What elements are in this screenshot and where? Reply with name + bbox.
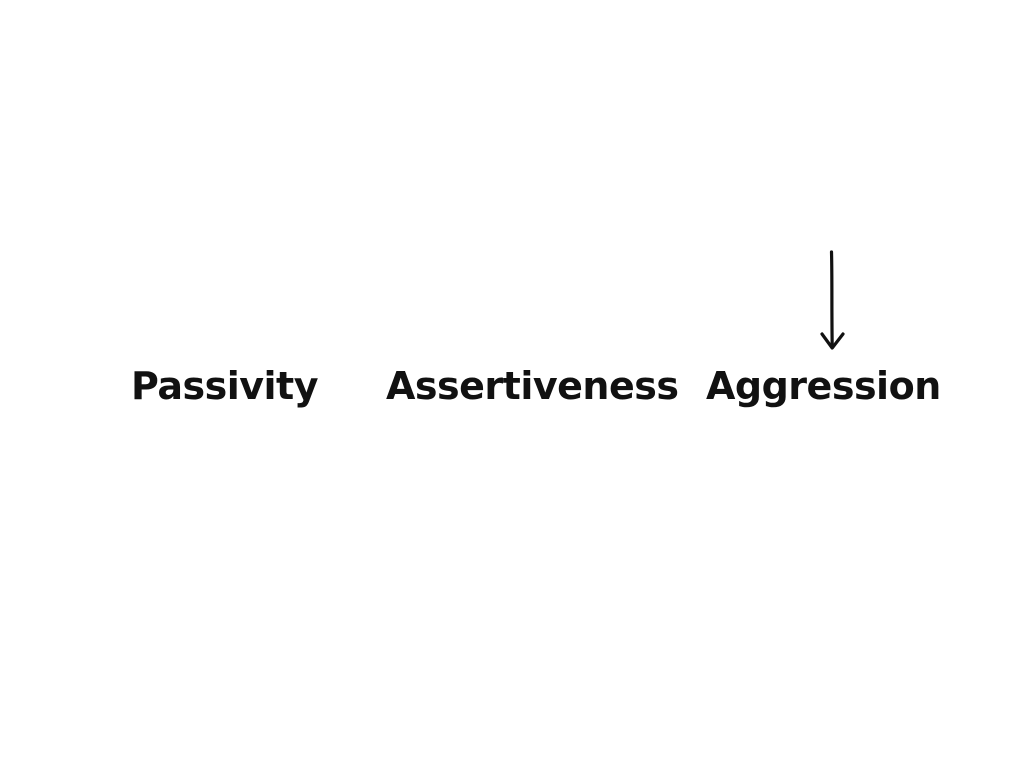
arrow-shaft — [829, 250, 834, 348]
down-arrow-icon — [820, 250, 845, 350]
term-aggression: Aggression — [706, 364, 941, 408]
arrow-head — [820, 332, 845, 350]
term-assertiveness: Assertiveness — [386, 364, 679, 408]
term-passivity: Passivity — [131, 364, 318, 408]
